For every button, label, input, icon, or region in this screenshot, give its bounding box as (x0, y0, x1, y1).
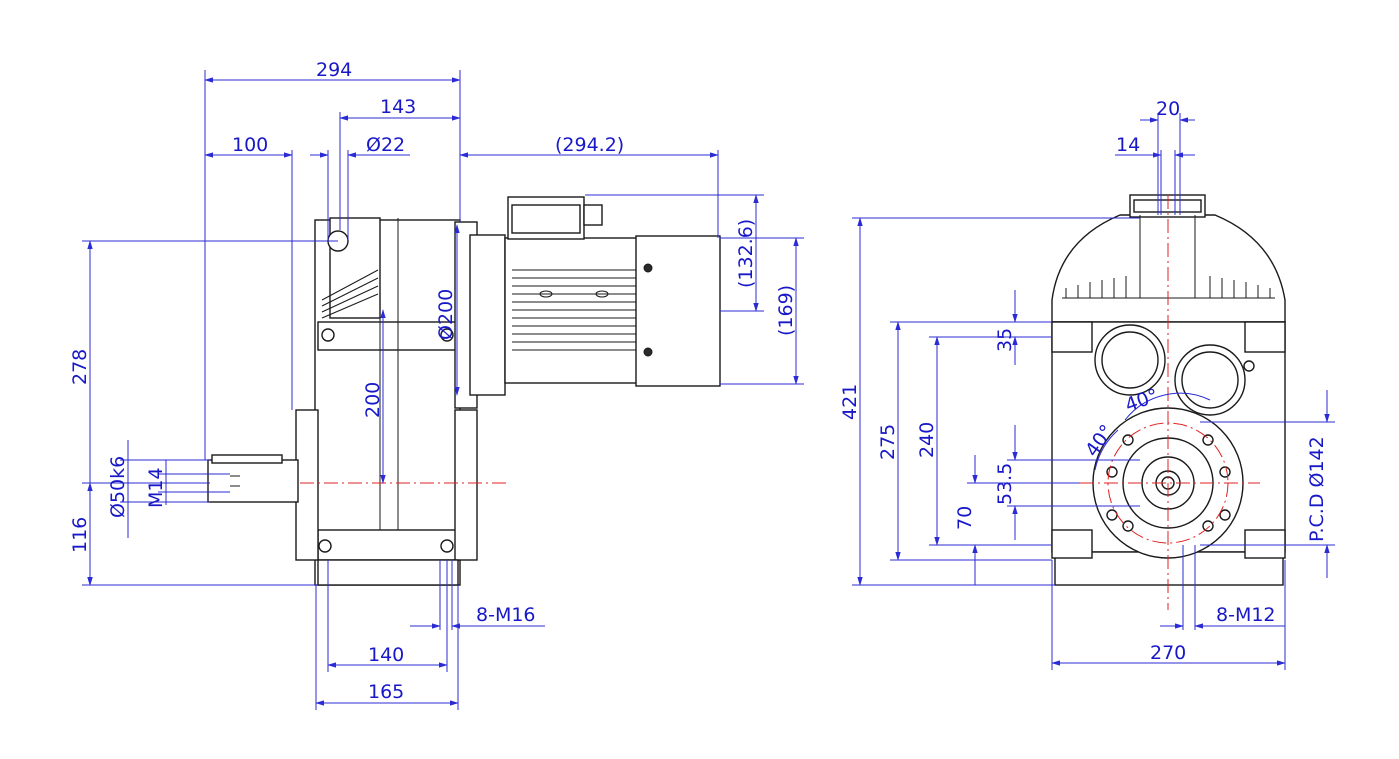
dim-d200: Ø200 (435, 289, 457, 340)
side-dimensions: 294 143 100 Ø22 (294.2) (132.6) (69, 59, 804, 710)
dim-8-m12: 8-M12 (1216, 604, 1276, 626)
dim-20: 20 (1156, 98, 1180, 120)
dim-pcd-142: P.C.D Ø142 (1306, 436, 1328, 542)
side-view: 294 143 100 Ø22 (294.2) (132.6) (69, 59, 804, 710)
dim-100: 100 (232, 134, 268, 156)
front-dimensions: 20 14 421 275 240 35 (839, 98, 1335, 670)
dim-421: 421 (839, 384, 861, 420)
dim-8-m16: 8-M16 (476, 604, 536, 626)
dim-294: 294 (316, 59, 352, 81)
dim-m14: M14 (145, 467, 167, 508)
dim-d22: Ø22 (366, 134, 405, 156)
dim-278: 278 (69, 349, 91, 385)
output-shaft (207, 454, 299, 503)
motor (504, 196, 721, 387)
dim-70: 70 (954, 506, 976, 530)
dim-53-5: 53.5 (994, 463, 1016, 505)
motor-fins (512, 269, 636, 351)
pcd-circle (1107, 422, 1229, 544)
dim-116: 116 (69, 517, 91, 553)
dim-240: 240 (916, 422, 938, 458)
dim-270: 270 (1150, 642, 1186, 664)
front-view: 20 14 421 275 240 35 (839, 98, 1335, 670)
dim-132-6: (132.6) (735, 219, 757, 288)
dim-275: 275 (877, 424, 899, 460)
dim-35: 35 (994, 328, 1016, 352)
dim-14: 14 (1116, 134, 1140, 156)
dim-294-2: (294.2) (555, 134, 624, 156)
dim-d50k6: Ø50k6 (107, 456, 129, 518)
dim-140: 140 (368, 644, 404, 666)
dim-165: 165 (368, 681, 404, 703)
dim-200: 200 (362, 382, 384, 418)
dim-169: (169) (775, 285, 797, 336)
dim-143: 143 (380, 96, 416, 118)
gearbox-housing (295, 217, 506, 586)
